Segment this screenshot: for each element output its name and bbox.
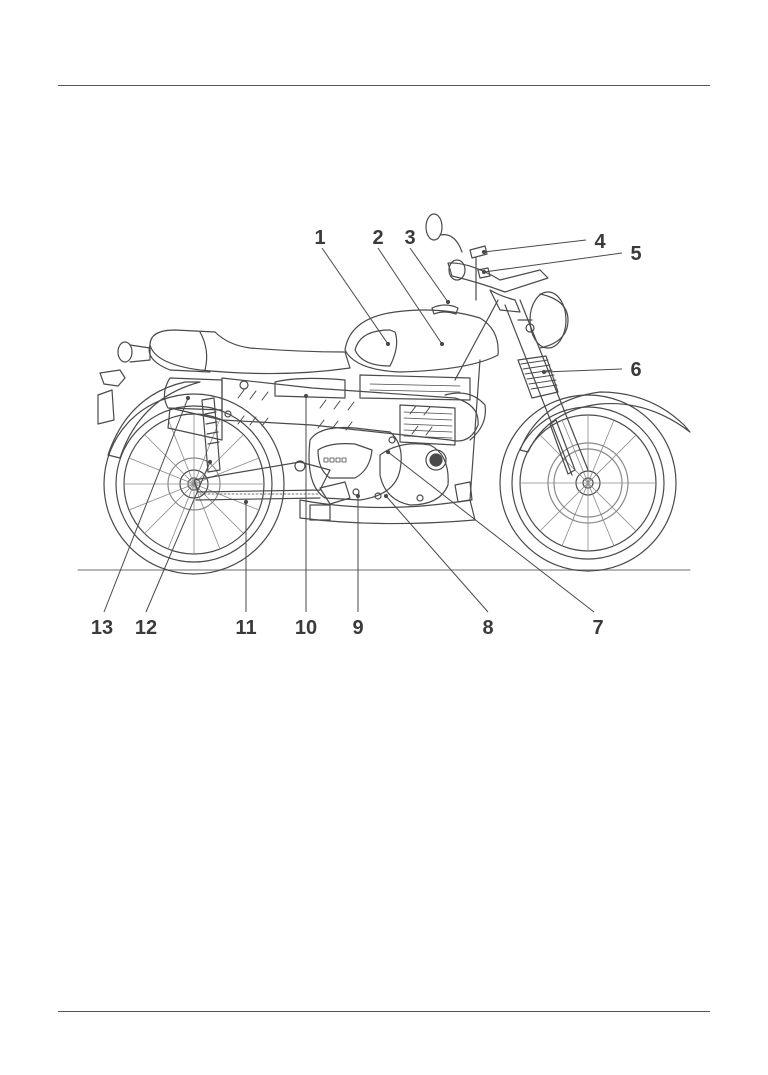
engine — [308, 374, 471, 506]
callout-13: 13 — [91, 617, 113, 639]
frame — [299, 299, 499, 525]
fuel-tank — [344, 304, 499, 373]
front-wheel — [499, 394, 677, 572]
header-rule — [58, 85, 710, 86]
footer-rule — [58, 1011, 710, 1012]
seat — [148, 329, 351, 375]
callout-9: 9 — [352, 617, 363, 639]
callout-5: 5 — [630, 243, 641, 265]
callout-8: 8 — [482, 617, 493, 639]
tail-light — [97, 341, 151, 425]
rear-shock — [201, 397, 221, 473]
swingarm — [193, 460, 331, 501]
callout-12: 12 — [135, 617, 157, 639]
front-fender — [519, 391, 691, 453]
callout-3: 3 — [404, 227, 415, 249]
callout-4: 4 — [594, 231, 606, 253]
front-forks — [504, 299, 589, 476]
callout-labels: 1 2 3 4 5 6 7 8 9 10 11 12 13 — [91, 227, 642, 639]
callout-2: 2 — [372, 227, 383, 249]
callout-11: 11 — [235, 617, 256, 639]
callout-10: 10 — [295, 617, 317, 639]
side-panel — [274, 377, 346, 399]
callout-7: 7 — [592, 617, 603, 639]
rear-wheel — [103, 393, 285, 575]
footpeg-assembly — [309, 481, 360, 521]
headlight — [517, 291, 569, 349]
callout-leaders — [103, 239, 623, 613]
handlebar-assembly — [425, 213, 549, 333]
callout-6: 6 — [630, 359, 641, 381]
callout-1: 1 — [314, 227, 325, 249]
rear-fender — [107, 381, 201, 459]
